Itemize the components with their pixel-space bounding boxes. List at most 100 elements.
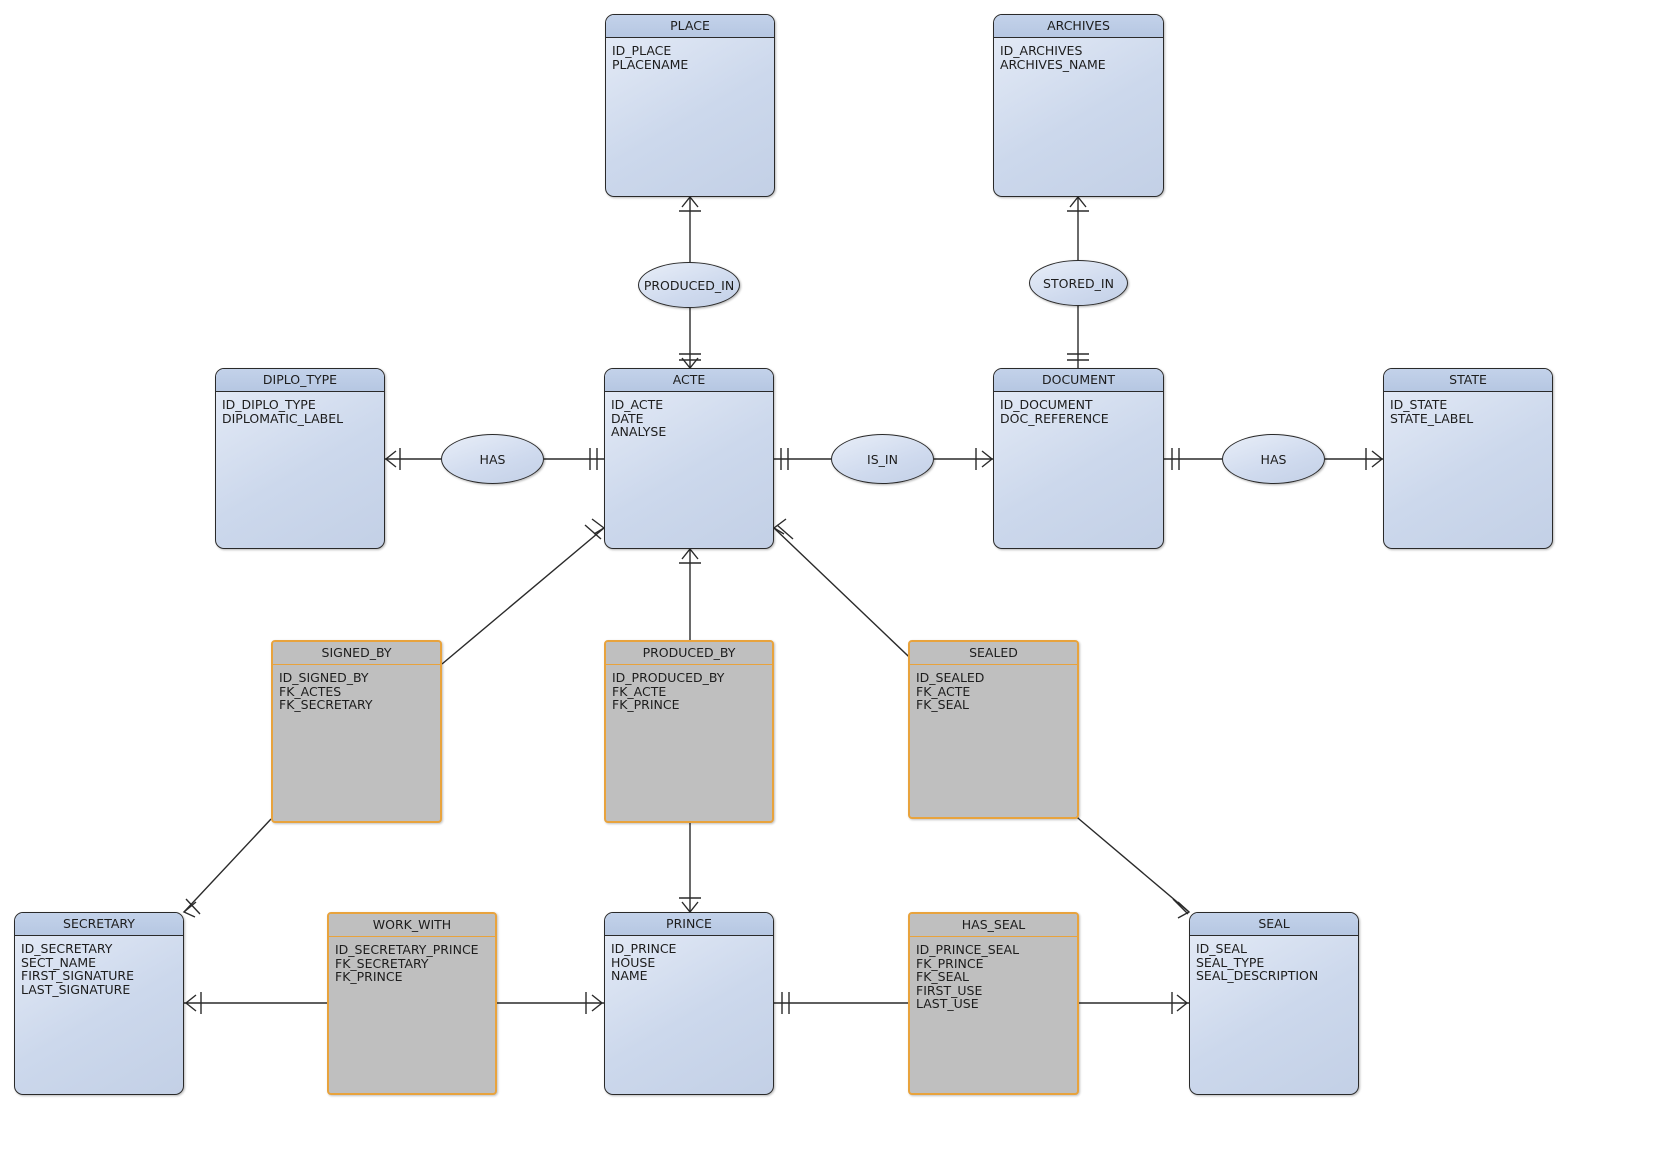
attribute: FK_ACTE: [916, 683, 971, 699]
attribute: FK_PRINCE: [612, 697, 680, 712]
entity-state-title: STATE: [1384, 369, 1552, 392]
crowfoot-seal-tl: [1177, 901, 1191, 919]
attribute: ID_ARCHIVES: [1000, 43, 1083, 58]
relationship-is-in[interactable]: IS_IN: [831, 434, 934, 484]
attribute: ANALYSE: [611, 424, 667, 439]
entity-sealed-title: SEALED: [910, 642, 1077, 665]
crowfoot-secretary-tr: [182, 901, 197, 918]
crowfoot-acte-bl: [591, 518, 606, 535]
attribute: FK_PRINCE: [916, 955, 984, 971]
attribute: ID_PLACE: [612, 43, 672, 58]
attribute: ARCHIVES_NAME: [1000, 56, 1106, 72]
entity-sealed[interactable]: SEALED ID_SEALED FK_ACTE FK_SEAL: [908, 640, 1079, 819]
crowfoot-secretary-right: [184, 994, 197, 1012]
attribute: PLACENAME: [612, 56, 689, 72]
entity-archives-attributes: ID_ARCHIVES ARCHIVES_NAME: [994, 38, 1163, 71]
crowfoot-seal-left: [1176, 994, 1189, 1012]
attribute: ID_ACTE: [611, 397, 664, 412]
entity-document[interactable]: DOCUMENT ID_DOCUMENT DOC_REFERENCE: [993, 368, 1164, 549]
attribute: ID_SEAL: [1196, 941, 1247, 956]
attribute: DIPLOMATIC_LABEL: [222, 410, 344, 426]
crowfoot-prince-top: [681, 901, 699, 914]
attribute: ID_DIPLO_TYPE: [222, 397, 316, 412]
entity-has-seal-title: HAS_SEAL: [910, 914, 1077, 937]
crowfoot-document-left: [981, 450, 994, 468]
attribute: HOUSE: [611, 954, 656, 970]
entity-prince-title: PRINCE: [605, 913, 773, 936]
entity-acte[interactable]: ACTE ID_ACTE DATE ANALYSE: [604, 368, 774, 549]
entity-place[interactable]: PLACE ID_PLACE PLACENAME: [605, 14, 775, 197]
entity-seal[interactable]: SEAL ID_SEAL SEAL_TYPE SEAL_DESCRIPTION: [1189, 912, 1359, 1095]
attribute: ID_PRODUCED_BY: [612, 670, 725, 685]
attribute: SEAL_DESCRIPTION: [1196, 968, 1319, 983]
crowfoot-diplotype: [384, 450, 397, 468]
attribute: FK_SEAL: [916, 697, 969, 712]
attribute: SEAL_TYPE: [1196, 954, 1265, 970]
crowfoot-acte-br: [772, 518, 787, 535]
attribute: FK_ACTES: [279, 683, 342, 699]
attribute: SECT_NAME: [21, 954, 97, 970]
crowfoot-prince-left: [591, 994, 604, 1012]
entity-document-title: DOCUMENT: [994, 369, 1163, 392]
edge-acte-signedby: [441, 527, 605, 665]
attribute: LAST_USE: [916, 996, 979, 1011]
entity-secretary-attributes: ID_SECRETARY SECT_NAME FIRST_SIGNATURE L…: [15, 936, 183, 996]
entity-signed-by-title: SIGNED_BY: [273, 642, 440, 665]
attribute: LAST_SIGNATURE: [21, 981, 131, 997]
entity-archives[interactable]: ARCHIVES ID_ARCHIVES ARCHIVES_NAME: [993, 14, 1164, 197]
attribute: ID_SECRETARY: [21, 941, 113, 956]
entity-sealed-attributes: ID_SEALED FK_ACTE FK_SEAL: [910, 665, 1077, 712]
crowfoot-acte-top: [681, 357, 699, 370]
entity-document-attributes: ID_DOCUMENT DOC_REFERENCE: [994, 392, 1163, 425]
entity-prince-attributes: ID_PRINCE HOUSE NAME: [605, 936, 773, 983]
entity-secretary-title: SECRETARY: [15, 913, 183, 936]
attribute: FIRST_USE: [916, 982, 983, 998]
relationship-produced-in[interactable]: PRODUCED_IN: [638, 262, 740, 308]
entity-signed-by-attributes: ID_SIGNED_BY FK_ACTES FK_SECRETARY: [273, 665, 440, 712]
entity-produced-by-title: PRODUCED_BY: [606, 642, 772, 665]
entity-acte-title: ACTE: [605, 369, 773, 392]
crowfoot-state: [1371, 450, 1384, 468]
entity-has-seal-attributes: ID_PRINCE_SEAL FK_PRINCE FK_SEAL FIRST_U…: [910, 937, 1077, 1011]
relationship-has-state[interactable]: HAS: [1222, 434, 1325, 484]
attribute: FK_ACTE: [612, 683, 667, 699]
entity-seal-attributes: ID_SEAL SEAL_TYPE SEAL_DESCRIPTION: [1190, 936, 1358, 983]
attribute: ID_PRINCE: [611, 941, 677, 956]
entity-state[interactable]: STATE ID_STATE STATE_LABEL: [1383, 368, 1553, 549]
relationship-has-diplo-type[interactable]: HAS: [441, 434, 544, 484]
attribute: FK_SECRETARY: [335, 955, 429, 971]
entity-produced-by-attributes: ID_PRODUCED_BY FK_ACTE FK_PRINCE: [606, 665, 772, 712]
attribute: DOC_REFERENCE: [1000, 410, 1109, 426]
attribute: ID_SEALED: [916, 670, 985, 685]
relationship-stored-in[interactable]: STORED_IN: [1029, 260, 1128, 306]
entity-signed-by[interactable]: SIGNED_BY ID_SIGNED_BY FK_ACTES FK_SECRE…: [271, 640, 442, 823]
attribute: ID_PRINCE_SEAL: [916, 942, 1020, 957]
attribute: STATE_LABEL: [1390, 410, 1474, 426]
edge-sealed-seal: [1078, 818, 1190, 913]
entity-diplo-type-title: DIPLO_TYPE: [216, 369, 384, 392]
tick-seal-tl: [1172, 898, 1189, 915]
entity-secretary[interactable]: SECRETARY ID_SECRETARY SECT_NAME FIRST_S…: [14, 912, 184, 1095]
entity-seal-title: SEAL: [1190, 913, 1358, 936]
attribute: ID_STATE: [1390, 397, 1448, 412]
tick-secretary-tr: [185, 898, 201, 915]
attribute: FIRST_SIGNATURE: [21, 968, 134, 983]
entity-work-with[interactable]: WORK_WITH ID_SECRETARY_PRINCE FK_SECRETA…: [327, 912, 497, 1095]
entity-has-seal[interactable]: HAS_SEAL ID_PRINCE_SEAL FK_PRINCE FK_SEA…: [908, 912, 1079, 1095]
entity-diplo-type[interactable]: DIPLO_TYPE ID_DIPLO_TYPE DIPLOMATIC_LABE…: [215, 368, 385, 549]
entity-work-with-attributes: ID_SECRETARY_PRINCE FK_SECRETARY FK_PRIN…: [329, 937, 495, 984]
attribute: ID_SECRETARY_PRINCE: [335, 942, 479, 957]
attribute: FK_PRINCE: [335, 969, 403, 984]
entity-diplo-type-attributes: ID_DIPLO_TYPE DIPLOMATIC_LABEL: [216, 392, 384, 425]
attribute: FK_SECRETARY: [279, 697, 373, 712]
crowfoot-archives: [1069, 195, 1087, 208]
crowfoot-acte-bottom: [681, 547, 699, 560]
entity-prince[interactable]: PRINCE ID_PRINCE HOUSE NAME: [604, 912, 774, 1095]
attribute: ID_SIGNED_BY: [279, 670, 369, 685]
entity-work-with-title: WORK_WITH: [329, 914, 495, 937]
entity-produced-by[interactable]: PRODUCED_BY ID_PRODUCED_BY FK_ACTE FK_PR…: [604, 640, 774, 823]
attribute: NAME: [611, 968, 648, 983]
entity-state-attributes: ID_STATE STATE_LABEL: [1384, 392, 1552, 425]
